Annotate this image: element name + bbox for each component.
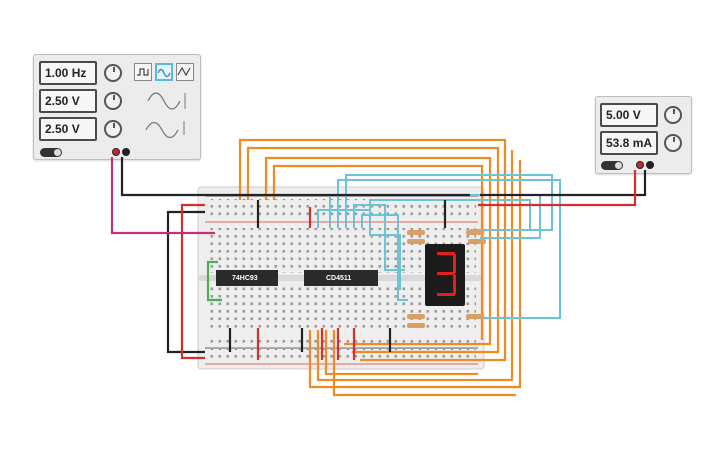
black-wires	[120, 157, 647, 354]
green-wire	[206, 260, 222, 302]
sine-wave-icon	[157, 68, 171, 78]
square-wave-icon	[137, 68, 149, 76]
dc-offset-knob[interactable]	[104, 120, 122, 138]
chip-74hc93-label: 74HC93	[232, 275, 258, 282]
frequency-display[interactable]: 1.00 Hz	[39, 61, 97, 85]
red-wires	[180, 170, 637, 360]
voltage-knob[interactable]	[664, 106, 682, 124]
magenta-wire	[110, 157, 215, 235]
frequency-knob[interactable]	[104, 64, 122, 82]
bottom-rail-holes	[210, 336, 476, 360]
orange-wires	[238, 138, 522, 397]
sine-wave-button[interactable]	[155, 63, 173, 81]
chip-cd4511[interactable]	[304, 270, 378, 286]
triangle-wave-button[interactable]	[176, 63, 194, 81]
seven-segment-digit	[437, 252, 456, 296]
function-generator-positive-terminal[interactable]	[112, 148, 120, 156]
square-wave-button[interactable]	[134, 63, 152, 81]
function-generator: 1.00 Hz 2.50 V 2.50 V	[33, 54, 201, 160]
chip-cd4511-label: CD4511	[326, 275, 352, 282]
current-display[interactable]: 53.8 mA	[600, 131, 658, 155]
function-generator-negative-terminal[interactable]	[122, 148, 130, 156]
power-supply-negative-terminal[interactable]	[646, 161, 654, 169]
power-supply-positive-terminal[interactable]	[636, 161, 644, 169]
resistors[interactable]	[407, 230, 486, 328]
amplitude-symbol-icon	[145, 92, 186, 139]
amplitude-display[interactable]: 2.50 V	[39, 89, 97, 113]
chip-74hc93[interactable]	[216, 270, 278, 286]
dc-offset-display[interactable]: 2.50 V	[39, 117, 97, 141]
amplitude-knob[interactable]	[104, 92, 122, 110]
voltage-display[interactable]: 5.00 V	[600, 103, 658, 127]
power-supply: 5.00 V 53.8 mA	[595, 96, 692, 174]
function-generator-power-toggle[interactable]	[40, 148, 62, 157]
triangle-wave-icon	[177, 66, 191, 77]
power-supply-toggle[interactable]	[601, 161, 623, 170]
current-knob[interactable]	[664, 134, 682, 152]
